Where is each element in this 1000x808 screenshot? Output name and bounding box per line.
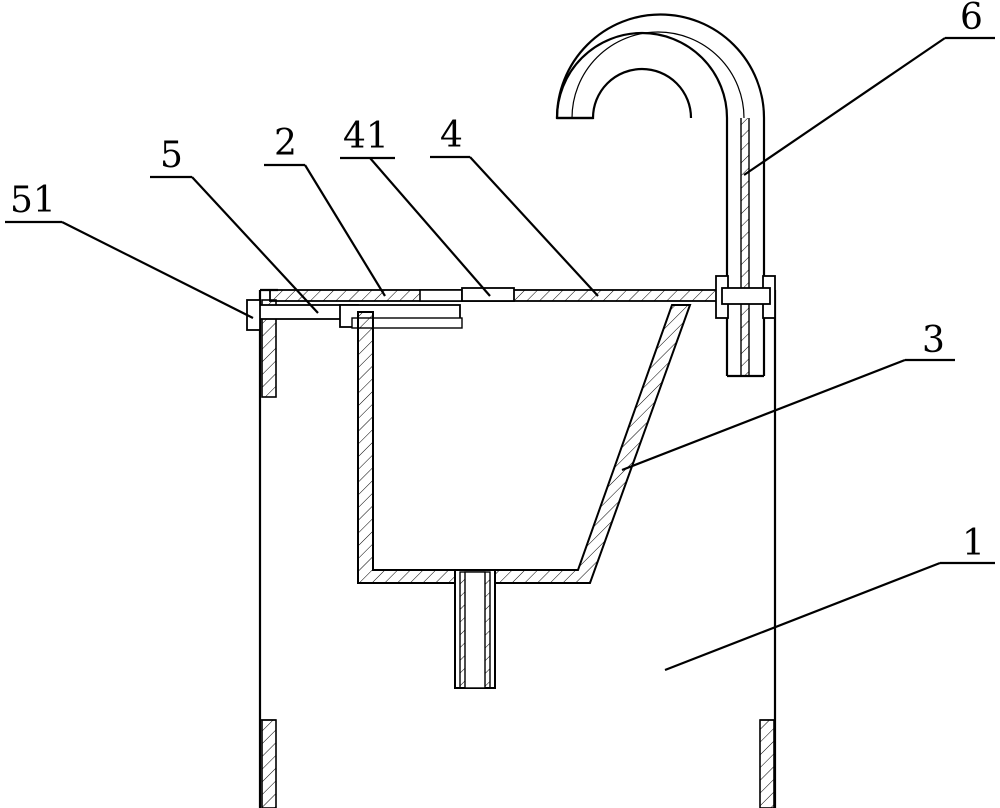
label-51: 51 xyxy=(10,180,56,221)
slide-bar xyxy=(247,300,462,330)
outer-box xyxy=(260,290,775,808)
lid-plate xyxy=(270,288,722,301)
label-2: 2 xyxy=(274,123,297,164)
label-41: 41 xyxy=(343,116,389,157)
part-labels: 51 5 2 41 4 6 3 1 xyxy=(10,0,985,564)
label-6: 6 xyxy=(960,0,983,38)
label-3: 3 xyxy=(922,320,945,361)
label-5: 5 xyxy=(160,135,183,176)
label-1: 1 xyxy=(962,523,985,564)
inner-basin xyxy=(358,305,690,688)
label-4: 4 xyxy=(440,115,463,156)
